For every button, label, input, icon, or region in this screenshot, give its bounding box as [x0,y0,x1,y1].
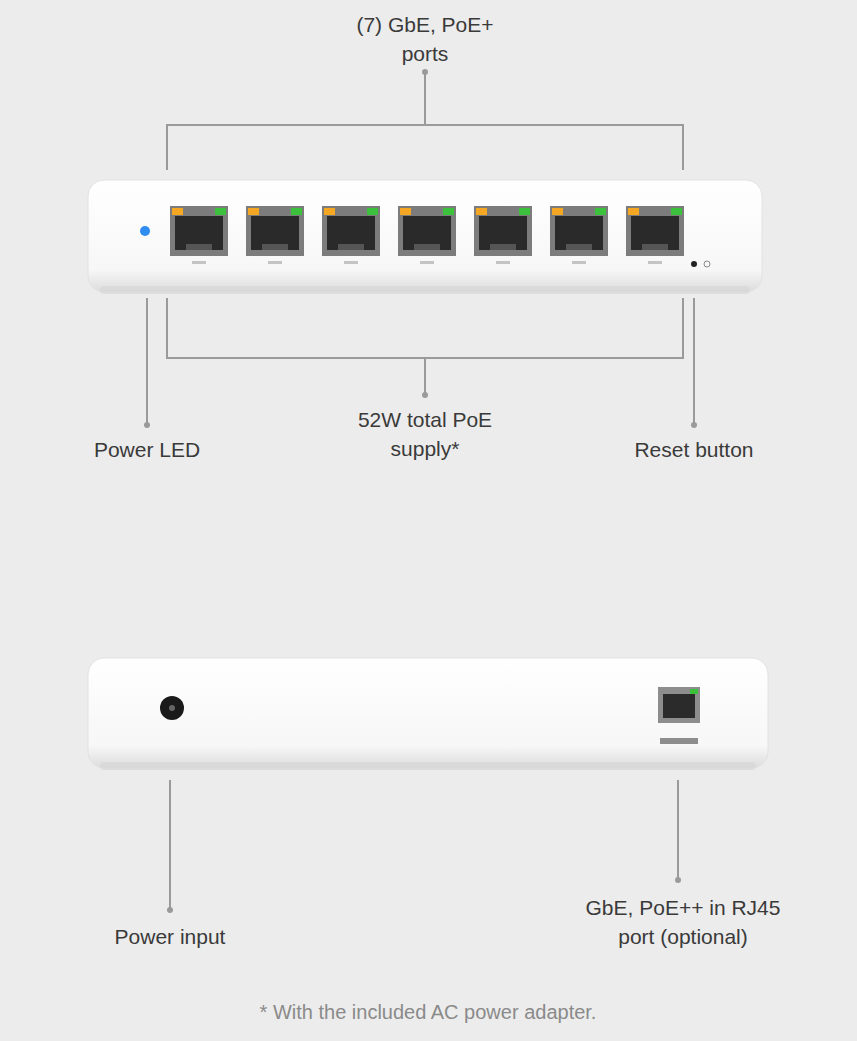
rj45-port [626,206,684,256]
port-led [552,208,563,215]
rj45-port [474,206,532,256]
callout-label: Power input [90,922,250,951]
port-led [172,208,183,215]
port-led [324,208,335,215]
power-jack [160,696,184,720]
rj45-opening [555,216,603,250]
port-marking [192,261,206,264]
port-marking [496,261,510,264]
port-led [519,208,530,215]
reset-hole [691,261,697,267]
shadow [100,762,756,770]
rj45-latch [338,244,364,250]
port-led [215,208,226,215]
reset-icon [704,261,710,267]
rj45-latch [262,244,288,250]
port-led [400,208,411,215]
port-group [170,206,684,264]
rj45-opening [403,216,451,250]
port-led [367,208,378,215]
rj45-opening [327,216,375,250]
port-marking [648,261,662,264]
rj45-latch [186,244,212,250]
shadow [100,286,750,294]
callout-label: Power LED [77,435,217,464]
port-led [476,208,487,215]
callout-label: (7) GbE, PoE+ ports [340,10,510,68]
rj45-opening [663,694,695,718]
port-led [291,208,302,215]
rj45-port [398,206,456,256]
rj45-opening [479,216,527,250]
port-led [628,208,639,215]
power-led [140,226,150,236]
port-led [443,208,454,215]
port-led [671,208,682,215]
port-marking [660,738,698,744]
callout-label: GbE, PoE++ in RJ45 port (optional) [573,893,793,951]
port-marking [268,261,282,264]
rj45-port [246,206,304,256]
switch-front [88,180,762,292]
callout-label: Reset button [614,435,774,464]
rj45-opening [631,216,679,250]
rj45-port [170,206,228,256]
rj45-latch [490,244,516,250]
rj45-port [322,206,380,256]
port-led [248,208,259,215]
port-led [690,689,698,694]
port-marking [572,261,586,264]
leader-dot [144,69,697,913]
rj45-opening [175,216,223,250]
callout-label: 52W total PoE supply* [325,405,525,463]
switch-back [88,658,768,768]
port-marking [420,261,434,264]
rj45-latch [414,244,440,250]
rj45-port [550,206,608,256]
rj45-latch [566,244,592,250]
rj45-latch [642,244,668,250]
port-led [595,208,606,215]
bracket [147,72,694,910]
rj45-port [658,687,700,723]
port-marking [344,261,358,264]
footnote: * With the included AC power adapter. [260,998,597,1027]
rj45-opening [251,216,299,250]
power-jack-pin [169,705,175,711]
